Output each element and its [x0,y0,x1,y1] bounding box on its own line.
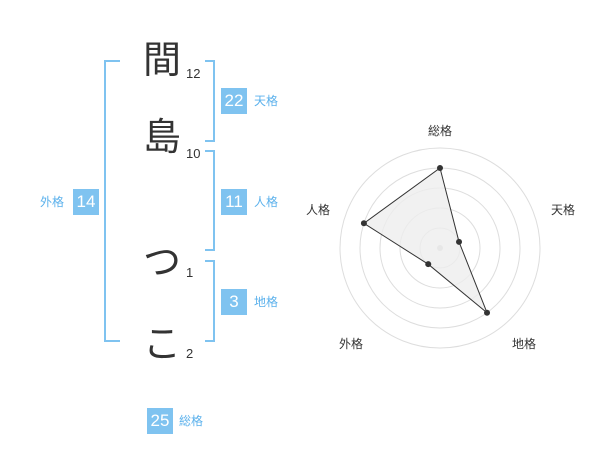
soukaku-value-badge: 25 [147,408,173,434]
radar-point-4 [425,261,432,268]
radar-point-5 [360,220,367,227]
radar-point-2 [456,238,463,245]
jinkaku-label: 人格 [254,195,279,209]
radar-grid-ring [339,147,541,349]
soukaku-label: 総格 [179,414,204,428]
radar-axis-label-soukaku: 総格 [428,124,453,138]
stroke-count-2: 10 [186,146,201,161]
radar-point-3 [484,309,491,316]
gaikaku-bracket [104,60,120,342]
jinkaku-bracket [205,150,215,251]
tenkaku-bracket [205,60,215,142]
chikaku-label: 地格 [254,295,279,309]
tenkaku-value-badge: 22 [221,88,247,114]
radar-data-polygon [363,167,488,314]
radar-axis-label-chikaku: 地格 [512,337,537,351]
gaikaku-value-badge: 14 [73,189,99,215]
jinkaku-value-badge: 11 [221,189,247,215]
name-char-1: 間 [142,38,181,82]
tenkaku-label: 天格 [254,94,279,108]
stroke-count-1: 12 [186,66,201,81]
gaikaku-label: 外格 [40,195,65,209]
stroke-count-4: 2 [186,346,194,361]
name-char-3: つ [142,240,181,284]
chikaku-bracket [205,260,215,342]
name-char-4: こ [142,322,181,366]
radar-axis-label-gaikaku: 外格 [339,337,364,351]
stroke-count-3: 1 [186,265,194,280]
name-char-2: 島 [142,115,181,159]
radar-point-1 [437,165,443,171]
chikaku-value-badge: 3 [221,289,247,315]
radar-axis-label-jinkaku: 人格 [306,203,331,217]
radar-axis-label-tenkaku: 天格 [551,203,576,217]
